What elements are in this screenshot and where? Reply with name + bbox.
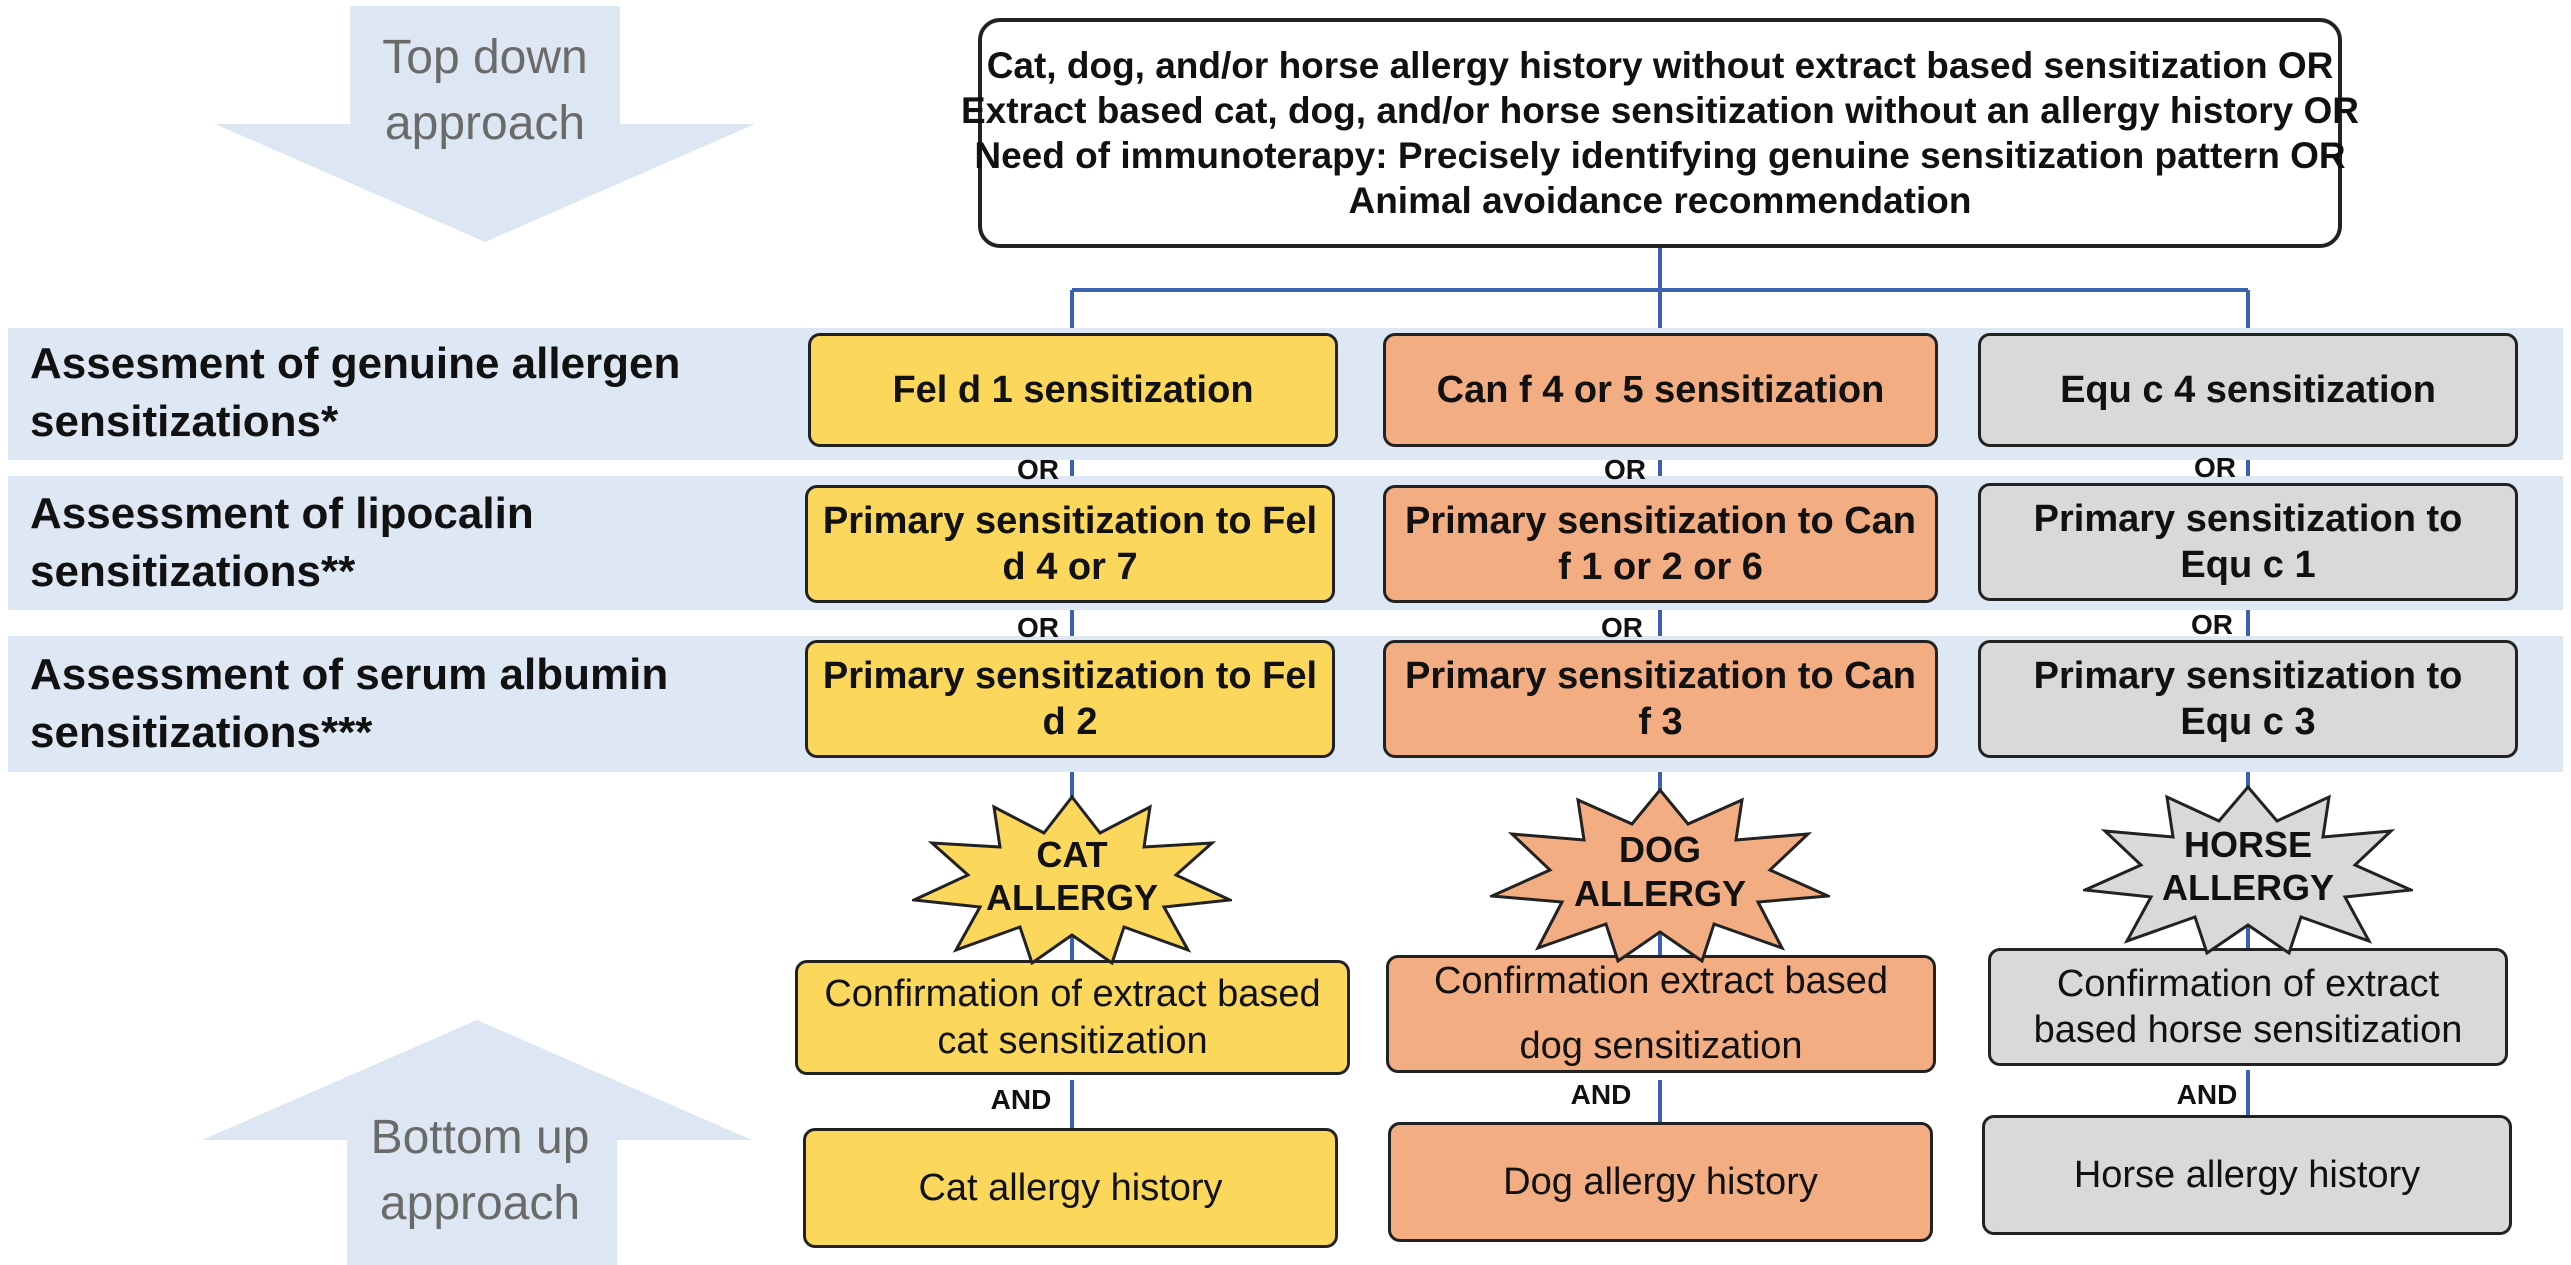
burst-shape [2083, 785, 2413, 955]
cat-allergy-line2: ALLERGY [986, 877, 1158, 918]
row-label-lipocalin-line2: sensitizations** [30, 547, 356, 596]
dog-allergy-line2: ALLERGY [1574, 873, 1746, 914]
top-down-label: Top down approach [320, 25, 650, 157]
cat-allergy-line1: CAT [1036, 834, 1107, 875]
horse-or-connector-1: OR [2194, 452, 2236, 483]
top-down-label-line2: approach [384, 97, 586, 150]
horse-genuine-box: Equ c 4 sensitization [1978, 333, 2518, 447]
dog-history-box: Dog allergy history [1388, 1122, 1933, 1242]
row-label-lipocalin-line1: Assessment of lipocalin [30, 489, 534, 538]
top-down-label-line1: Top down [382, 31, 588, 84]
horse-allergy-line1: HORSE [2184, 824, 2312, 865]
bottom-up-label-line2: approach [379, 1177, 581, 1230]
criteria-line-1: Cat, dog, and/or horse allergy history w… [986, 44, 2334, 86]
row-label-genuine-line1: Assesment of genuine allergen [30, 339, 681, 388]
dog-albumin-box: Primary sensitization to Can f 3 [1383, 640, 1938, 758]
cat-genuine-box: Fel d 1 sensitization [808, 333, 1338, 447]
cat-or-connector-1: OR [1017, 454, 1059, 485]
horse-history-box: Horse allergy history [1982, 1115, 2512, 1235]
row-label-albumin-line1: Assessment of serum albumin [30, 650, 669, 699]
horse-allergy-line2: ALLERGY [2162, 867, 2334, 908]
criteria-line-4: Animal avoidance recommendation [1348, 180, 1972, 222]
criteria-line-2: Extract based cat, dog, and/or horse sen… [960, 89, 2360, 131]
horse-allergy-burst: HORSE ALLERGY [2083, 785, 2413, 955]
cat-allergy-burst: CAT ALLERGY [912, 795, 1232, 965]
cat-lipocalin-box: Primary sensitization to Fel d 4 or 7 [805, 485, 1335, 603]
cat-and-connector: AND [990, 1084, 1052, 1115]
bottom-up-label-line1: Bottom up [370, 1111, 590, 1164]
dog-lipocalin-box: Primary sensitization to Can f 1 or 2 or… [1383, 485, 1938, 603]
bottom-up-label: Bottom up approach [315, 1105, 645, 1237]
horse-or-connector-2: OR [2191, 609, 2233, 640]
row-label-genuine: Assesment of genuine allergen sensitizat… [30, 335, 680, 451]
row-label-genuine-line2: sensitizations* [30, 397, 339, 446]
horse-confirmation-box: Confirmation of extract based horse sens… [1988, 948, 2508, 1066]
dog-or-connector-1: OR [1604, 454, 1646, 485]
dog-and-connector: AND [1570, 1079, 1632, 1110]
criteria-line-3: Need of immunoterapy: Precisely identify… [974, 135, 2346, 176]
cat-history-box: Cat allergy history [803, 1128, 1338, 1248]
dog-allergy-burst: DOG ALLERGY [1490, 788, 1830, 963]
dog-confirmation-box: Confirmation extract based dog sensitiza… [1386, 955, 1936, 1073]
burst-shape [912, 795, 1232, 965]
horse-and-connector: AND [2176, 1079, 2238, 1110]
cat-or-connector-2: OR [1017, 612, 1059, 643]
row-label-albumin-line2: sensitizations*** [30, 708, 373, 757]
dog-genuine-box: Can f 4 or 5 sensitization [1383, 333, 1938, 447]
dog-allergy-line1: DOG [1619, 829, 1701, 870]
burst-shape [1490, 788, 1830, 963]
cat-confirmation-box: Confirmation of extract based cat sensit… [795, 960, 1350, 1075]
horse-albumin-box: Primary sensitization to Equ c 3 [1978, 640, 2518, 758]
horse-lipocalin-box: Primary sensitization to Equ c 1 [1978, 483, 2518, 601]
criteria-box: Cat, dog, and/or horse allergy history w… [961, 18, 2359, 248]
dog-or-connector-2: OR [1601, 612, 1643, 643]
cat-albumin-box: Primary sensitization to Fel d 2 [805, 640, 1335, 758]
row-label-lipocalin: Assessment of lipocalin sensitizations** [30, 485, 534, 601]
top-down-arrow-icon [215, 6, 755, 242]
row-label-albumin: Assessment of serum albumin sensitizatio… [30, 646, 668, 762]
bottom-up-arrow-icon [202, 1020, 752, 1265]
